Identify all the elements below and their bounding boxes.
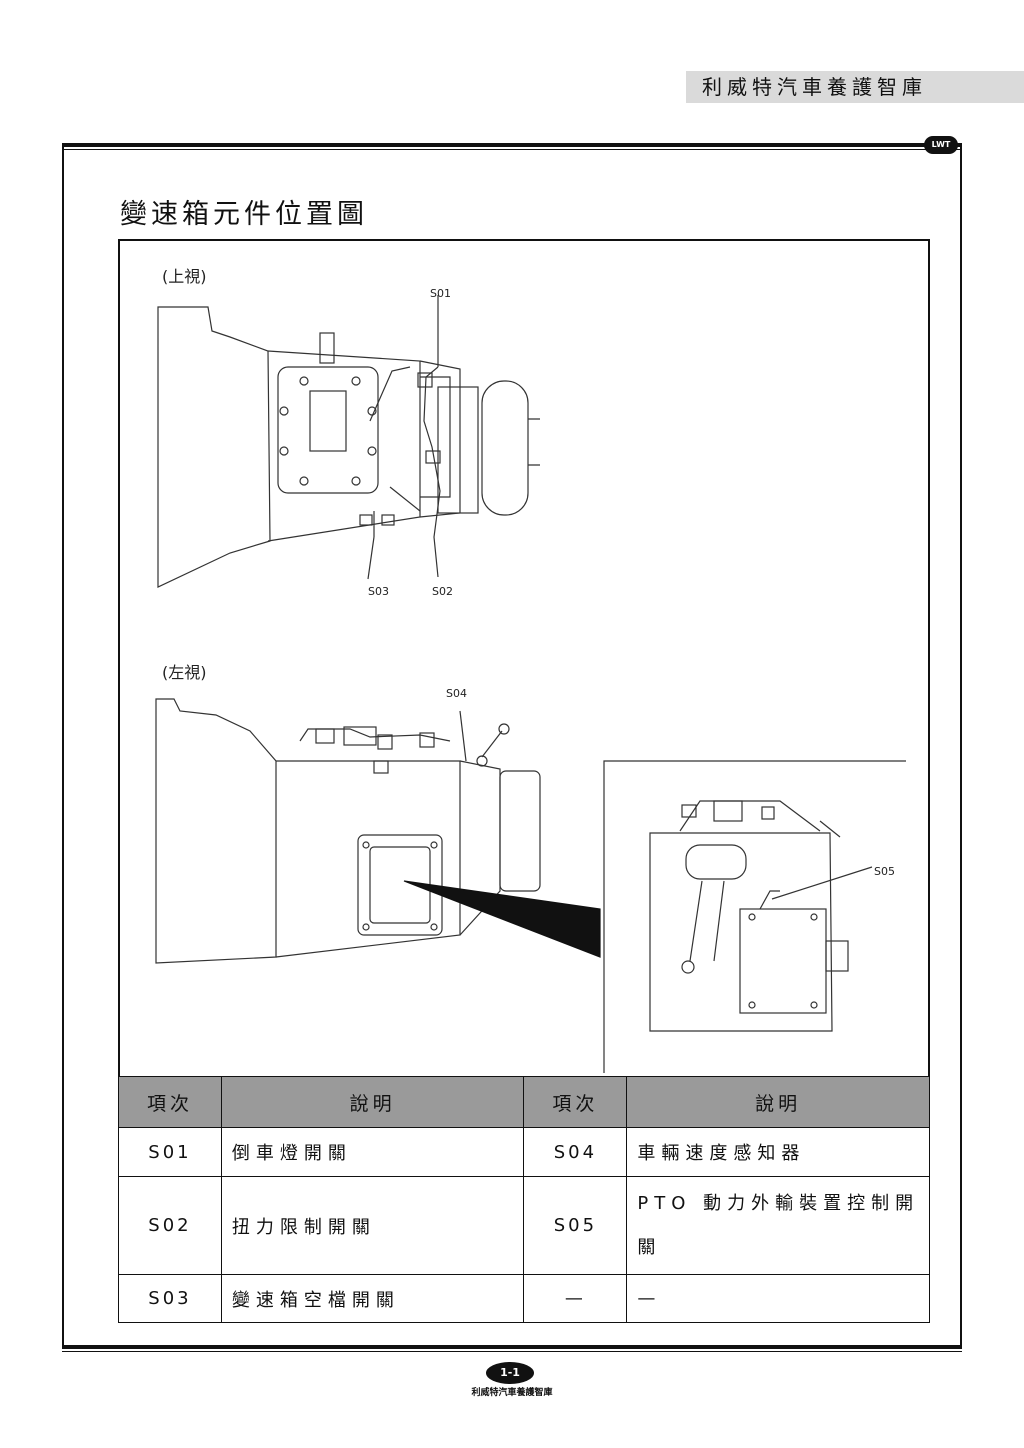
item-description: 扭力限制開關	[220, 1176, 525, 1275]
callout-s04: S04	[446, 687, 467, 700]
item-code: —	[523, 1274, 628, 1323]
item-description: 車輛速度感知器	[626, 1127, 930, 1177]
item-description: 倒車燈開關	[220, 1127, 525, 1177]
callout-s01: S01	[430, 287, 451, 300]
left-view-drawing	[155, 698, 906, 1073]
section-title: 變速箱元件位置圖	[120, 199, 368, 230]
top-view-label: (上視)	[162, 267, 207, 286]
left-view-label: (左視)	[162, 663, 207, 682]
header-item-1: 項次	[118, 1076, 222, 1128]
item-code: S03	[118, 1274, 222, 1323]
header-item-2: 項次	[523, 1076, 628, 1128]
top-rule	[62, 143, 962, 147]
page-frame	[62, 147, 962, 1345]
table-header-row: 項次 說明 項次 說明	[118, 1076, 930, 1128]
parts-table: 項次 說明 項次 說明 S01 倒車燈開關 S04 車輛速度感知器 S02 扭力…	[118, 1076, 930, 1323]
table-row: S01 倒車燈開關 S04 車輛速度感知器	[118, 1127, 930, 1177]
pto-inset-detail	[603, 760, 906, 1073]
callout-s03: S03	[368, 585, 389, 598]
item-description: 變速箱空檔開關	[220, 1274, 525, 1323]
brand-logo: LWT	[924, 136, 958, 154]
header-brand: 利威特汽車養護智庫	[686, 71, 1024, 103]
top-view-drawing	[157, 295, 540, 588]
table-row: S03 變速箱空檔開關 — —	[118, 1274, 930, 1323]
item-description: —	[626, 1274, 930, 1323]
transmission-drawing	[155, 295, 906, 1073]
item-code: S04	[523, 1127, 628, 1177]
footer-brand: 利威特汽車養護智庫	[471, 1388, 553, 1398]
page-number: 1-1	[486, 1362, 534, 1384]
component-figure: (上視) (左視) S01 S02 S03 S04 S05	[118, 239, 930, 1077]
callout-s02: S02	[432, 585, 453, 598]
item-code: S02	[118, 1176, 222, 1275]
item-code: S01	[118, 1127, 222, 1177]
top-rule-thin	[62, 149, 962, 150]
bottom-rule-thin	[62, 1351, 962, 1352]
table-row: S02 扭力限制開關 S05 PTO 動力外輸裝置控制開關	[118, 1176, 930, 1275]
bottom-rule	[62, 1345, 962, 1349]
header-desc-1: 說明	[220, 1076, 525, 1128]
item-description: PTO 動力外輸裝置控制開關	[626, 1176, 930, 1275]
header-desc-2: 說明	[626, 1076, 930, 1128]
callout-s05: S05	[874, 865, 895, 878]
item-code: S05	[523, 1176, 628, 1275]
